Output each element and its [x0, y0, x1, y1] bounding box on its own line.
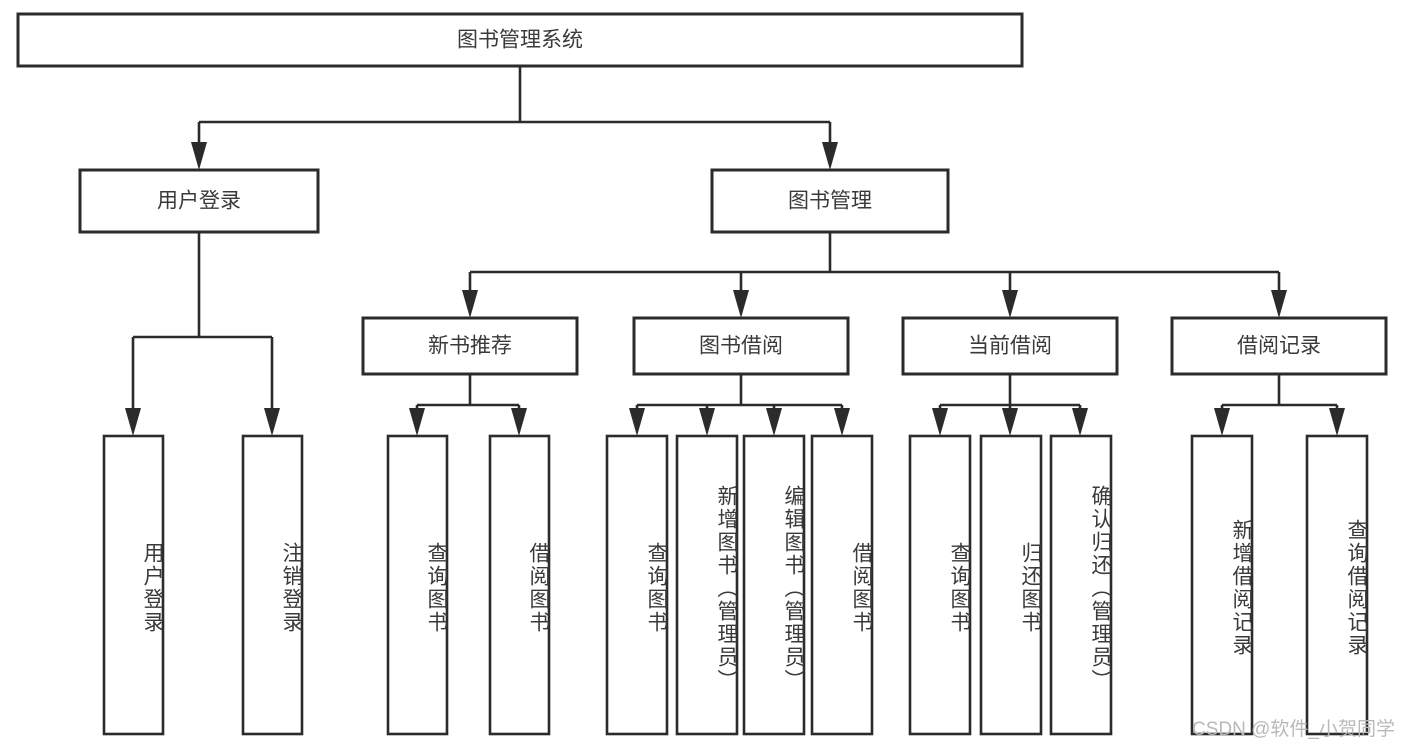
node-new-book-recommend-box[interactable]	[361, 316, 579, 376]
leaf-node[interactable]: 借阅图书	[488, 434, 551, 736]
arrow-new-book-leaf-1	[511, 408, 527, 436]
arrow-book-mgmt-to-l2-1	[733, 290, 749, 318]
leaf-current-borrow-2-box[interactable]	[1049, 434, 1113, 736]
leaf-book-borrow-3-box[interactable]	[810, 434, 874, 736]
leaf-borrow-record-1-box[interactable]	[1305, 434, 1369, 736]
node-book-management-box[interactable]	[710, 168, 950, 234]
leaf-book-borrow-2-label: 编辑图书（管理员）	[782, 484, 804, 692]
node-root[interactable]: 图书管理系统	[16, 12, 1024, 68]
leaf-node[interactable]: 查询图书	[605, 434, 669, 736]
leaf-book-borrow-0-label: 查询图书	[645, 542, 667, 634]
arrow-current-borrow-leaf-2	[1072, 408, 1088, 436]
leaf-node[interactable]: 新增借阅记录	[1190, 434, 1254, 736]
arrow-book-borrow-leaf-1	[699, 408, 715, 436]
leaf-borrow-record-0-label: 新增借阅记录	[1230, 519, 1252, 657]
node-new-book-recommend[interactable]: 新书推荐	[361, 316, 579, 376]
leaf-user-login-1-label: 注销登录	[280, 542, 302, 634]
node-current-borrow-label: 当前借阅	[968, 335, 1052, 358]
connector-group-book-borrow	[629, 374, 850, 436]
arrow-user-login-leaf-1	[264, 408, 280, 436]
leaf-node[interactable]: 编辑图书（管理员）	[742, 434, 806, 736]
node-user-login-label: 用户登录	[157, 190, 241, 213]
leaf-new-book-0-box[interactable]	[386, 434, 449, 736]
node-borrow-record-box[interactable]	[1170, 316, 1388, 376]
connector-group-borrow-record	[1214, 374, 1345, 436]
node-book-management-label: 图书管理	[788, 190, 872, 213]
leaf-user-login-1-box[interactable]	[241, 434, 304, 736]
leaf-node[interactable]: 查询借阅记录	[1305, 434, 1369, 736]
connector-group-user-login	[125, 232, 280, 436]
leaf-borrow-record-0-box[interactable]	[1190, 434, 1254, 736]
node-root-box[interactable]	[16, 12, 1024, 68]
connector-group-root	[191, 66, 838, 170]
leaf-user-login-0-label: 用户登录	[141, 542, 163, 634]
arrow-book-borrow-leaf-2	[766, 408, 782, 436]
node-current-borrow[interactable]: 当前借阅	[901, 316, 1119, 376]
connector-group-book-mgmt	[462, 232, 1287, 318]
arrow-root-to-user-login	[191, 142, 207, 170]
leaf-current-borrow-1-box[interactable]	[979, 434, 1043, 736]
node-book-management[interactable]: 图书管理	[710, 168, 950, 234]
leaf-new-book-1-box[interactable]	[488, 434, 551, 736]
leaf-new-book-1-label: 借阅图书	[527, 542, 549, 634]
leaf-book-borrow-1-box[interactable]	[675, 434, 739, 736]
node-book-borrow[interactable]: 图书借阅	[632, 316, 850, 376]
node-borrow-record[interactable]: 借阅记录	[1170, 316, 1388, 376]
node-new-book-recommend-label: 新书推荐	[428, 335, 512, 358]
leaf-node[interactable]: 确认归还（管理员）	[1049, 434, 1113, 736]
connector-group-current-borrow	[932, 374, 1088, 436]
arrow-borrow-record-leaf-1	[1329, 408, 1345, 436]
leaf-book-borrow-2-box[interactable]	[742, 434, 806, 736]
leaf-current-borrow-0-box[interactable]	[908, 434, 972, 736]
node-current-borrow-box[interactable]	[901, 316, 1119, 376]
leaf-node[interactable]: 查询图书	[386, 434, 449, 736]
arrow-book-mgmt-to-l2-3	[1271, 290, 1287, 318]
arrow-current-borrow-leaf-1	[1002, 408, 1018, 436]
arrow-book-mgmt-to-l2-0	[462, 290, 478, 318]
leaf-node[interactable]: 归还图书	[979, 434, 1043, 736]
connector-group-new-book	[409, 374, 527, 436]
node-borrow-record-label: 借阅记录	[1237, 335, 1321, 358]
leaf-book-borrow-1-label: 新增图书（管理员）	[715, 484, 737, 692]
arrow-book-mgmt-to-l2-2	[1002, 290, 1018, 318]
arrow-book-borrow-leaf-0	[629, 408, 645, 436]
leaf-node[interactable]: 新增图书（管理员）	[675, 434, 739, 736]
leaf-book-borrow-0-box[interactable]	[605, 434, 669, 736]
arrow-borrow-record-leaf-0	[1214, 408, 1230, 436]
node-root-label: 图书管理系统	[457, 29, 583, 52]
arrow-user-login-leaf-0	[125, 408, 141, 436]
leaf-user-login-0-box[interactable]	[102, 434, 165, 736]
node-user-login-box[interactable]	[78, 168, 320, 234]
arrow-current-borrow-leaf-0	[932, 408, 948, 436]
leaf-node[interactable]: 用户登录	[102, 434, 165, 736]
leaf-current-borrow-1-label: 归还图书	[1019, 542, 1041, 634]
node-book-borrow-label: 图书借阅	[699, 335, 783, 358]
arrow-book-borrow-leaf-3	[834, 408, 850, 436]
leaf-node[interactable]: 查询图书	[908, 434, 972, 736]
leaf-borrow-record-1-label: 查询借阅记录	[1345, 519, 1367, 657]
node-user-login[interactable]: 用户登录	[78, 168, 320, 234]
leaf-node[interactable]: 借阅图书	[810, 434, 874, 736]
leaf-current-borrow-0-label: 查询图书	[948, 542, 970, 634]
leaf-new-book-0-label: 查询图书	[425, 542, 447, 634]
leaf-current-borrow-2-label: 确认归还（管理员）	[1089, 484, 1111, 692]
leaf-node[interactable]: 注销登录	[241, 434, 304, 736]
node-book-borrow-box[interactable]	[632, 316, 850, 376]
arrow-root-to-book-mgmt	[822, 142, 838, 170]
leaf-book-borrow-3-label: 借阅图书	[850, 542, 872, 634]
arrow-new-book-leaf-0	[409, 408, 425, 436]
